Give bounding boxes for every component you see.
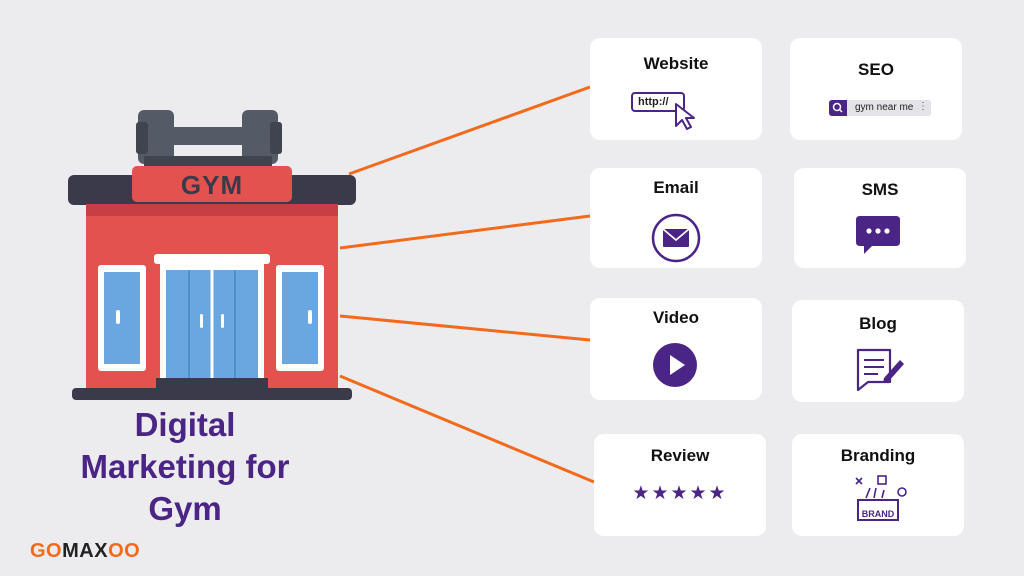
wall-stripe xyxy=(86,204,338,216)
gomaxoo-logo: GOMAXOO xyxy=(30,540,140,563)
card-sms-label: SMS xyxy=(861,180,899,199)
card-website[interactable]: Website http:// xyxy=(590,38,762,140)
card-sms[interactable]: SMS xyxy=(794,168,966,268)
document-edit-icon xyxy=(856,348,904,392)
card-branding[interactable]: Branding BRAND xyxy=(792,434,964,536)
page-title: Digital Marketing for Gym xyxy=(60,404,310,530)
star-icon: ★★★★★ xyxy=(632,483,728,504)
browser-url-icon xyxy=(631,92,695,130)
logo-max: MAX xyxy=(62,540,109,562)
right-window xyxy=(282,272,318,364)
envelope-icon xyxy=(651,213,701,263)
search-query-text: gym near me xyxy=(855,102,914,113)
brand-badge-text: BRAND xyxy=(861,509,895,519)
connector-review xyxy=(339,374,595,484)
play-icon xyxy=(653,343,697,387)
gym-building-illustration xyxy=(68,110,356,400)
card-seo[interactable]: SEO xyxy=(790,38,962,140)
card-video-label: Video xyxy=(653,308,699,327)
building-base xyxy=(72,388,352,400)
gym-sign-board xyxy=(132,166,292,202)
card-email[interactable]: Email xyxy=(590,168,762,268)
dumbbell-left-outer xyxy=(136,122,148,154)
more-icon: ⋮ xyxy=(918,101,928,112)
title-line-2: Marketing for xyxy=(80,448,290,485)
card-blog-label: Blog xyxy=(859,314,897,333)
connector-email xyxy=(339,214,591,250)
brand-icon xyxy=(855,475,907,521)
card-branding-label: Branding xyxy=(840,446,916,465)
title-line-1: Digital xyxy=(134,406,236,443)
search-bar: gym near me ⋮ xyxy=(829,100,931,116)
left-window xyxy=(104,272,140,364)
connector-website xyxy=(348,85,591,176)
door-step xyxy=(156,378,268,388)
card-review[interactable]: Review ★★★★★ xyxy=(594,434,766,536)
search-icon xyxy=(829,100,847,116)
dumbbell-right-outer xyxy=(270,122,282,154)
gym-sign-text: GYM xyxy=(180,170,244,200)
card-review-label: Review xyxy=(650,446,710,465)
url-text: http:// xyxy=(638,96,669,108)
card-blog[interactable]: Blog xyxy=(792,300,964,402)
dumbbell-bar xyxy=(172,127,244,145)
connector-video xyxy=(339,314,591,342)
card-video[interactable]: Video xyxy=(590,298,762,400)
dumbbell-stand xyxy=(144,156,272,166)
logo-oo: OO xyxy=(108,540,141,562)
dumbbell-right-plate xyxy=(242,110,278,164)
card-email-label: Email xyxy=(653,178,699,197)
logo-go: GO xyxy=(30,540,63,562)
card-seo-label: SEO xyxy=(858,60,894,79)
chat-bubble-icon xyxy=(856,216,900,254)
card-website-label: Website xyxy=(643,54,709,73)
title-line-3: Gym xyxy=(148,490,222,527)
rating-stars: ★★★★★ xyxy=(594,482,766,505)
